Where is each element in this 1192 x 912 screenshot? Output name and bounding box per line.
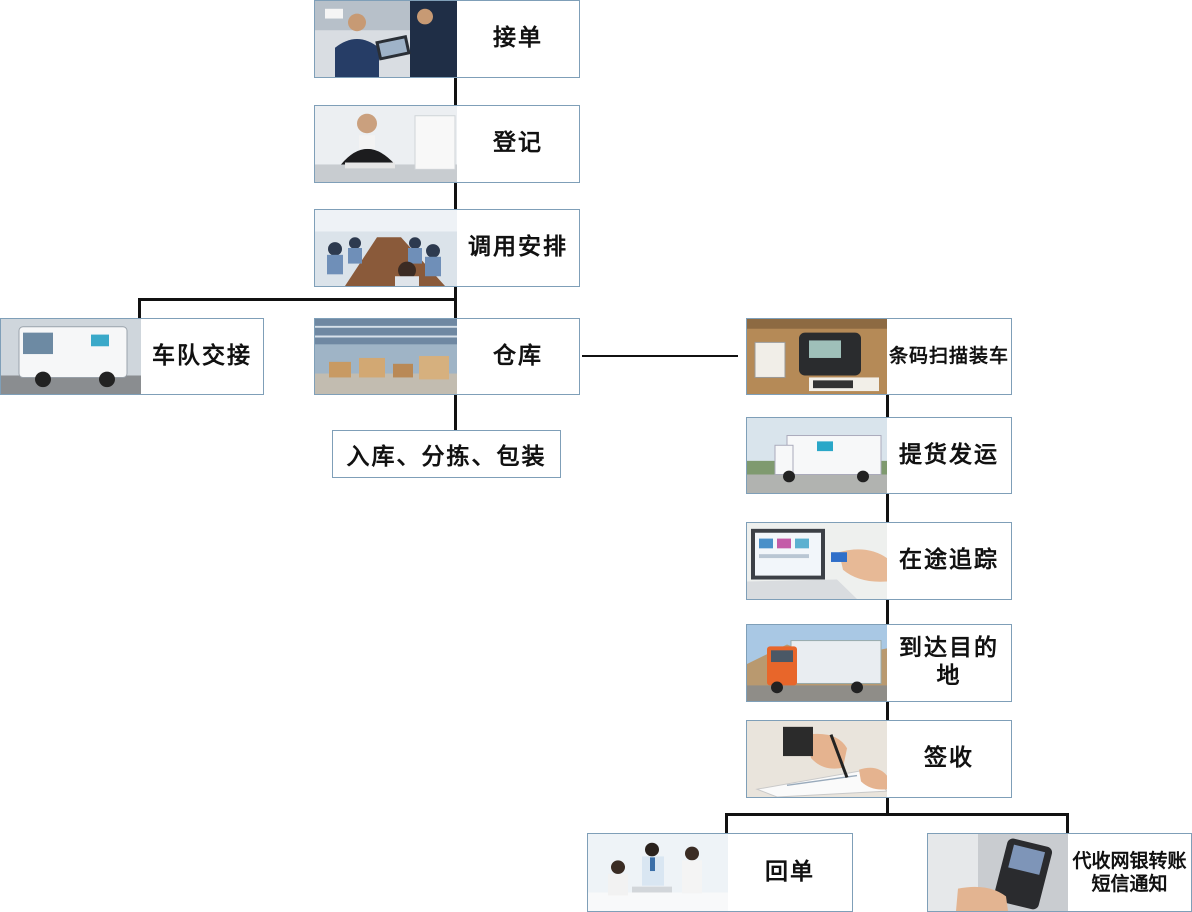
connector-branch-horizontal: [138, 298, 457, 301]
node-sign-receipt: 签收: [746, 720, 1012, 798]
signing-document-icon: [747, 721, 887, 797]
label-cod-sms-line2: 短信通知: [1091, 872, 1168, 895]
connector-warehouse-ops: [454, 394, 457, 430]
connector-branch-fleet: [138, 298, 141, 319]
node-dispatch-arrange: 调用安排: [314, 209, 580, 287]
connector-dispatch-branch: [454, 286, 457, 300]
label-register: 登记: [493, 130, 543, 157]
node-in-transit-tracking: 在途追踪: [746, 522, 1012, 600]
node-warehouse-ops: 入库、分拣、包装: [332, 430, 561, 478]
connector-barcode-pickup: [886, 394, 889, 418]
connector-register-dispatch: [454, 182, 457, 210]
connector-sign-branch: [886, 797, 889, 814]
label-pickup-ship: 提货发运: [899, 441, 999, 468]
barcode-scanner-icon: [747, 319, 887, 394]
connector-bottom-horizontal: [725, 813, 1069, 816]
node-warehouse: 仓库: [314, 318, 580, 395]
mobile-phone-icon: [928, 834, 1068, 911]
connector-arrive-sign: [886, 701, 889, 722]
connector-warehouse-barcode: [582, 355, 738, 357]
meeting-laptop-icon: [315, 1, 457, 77]
conference-room-icon: [315, 210, 457, 286]
node-register: 登记: [314, 105, 580, 183]
node-order-receive: 接单: [314, 0, 580, 78]
delivery-van-icon: [1, 319, 141, 394]
label-cod-sms-notice: 代收网银转账 短信通知: [1068, 834, 1191, 911]
laptop-tracking-icon: [747, 523, 887, 599]
label-cod-sms-line1: 代收网银转账: [1072, 849, 1187, 872]
label-return-receipt: 回单: [765, 858, 815, 885]
orange-truck-icon: [747, 625, 887, 701]
label-order-receive: 接单: [493, 25, 543, 52]
label-in-transit-tracking: 在途追踪: [899, 547, 999, 574]
node-cod-sms-notice: 代收网银转账 短信通知: [927, 833, 1192, 912]
label-arrive-destination: 到达目的地: [899, 635, 999, 689]
label-fleet-handover: 车队交接: [152, 342, 252, 369]
node-barcode-scan-load: 条码扫描装车: [746, 318, 1012, 395]
node-arrive-destination: 到达目的地: [746, 624, 1012, 702]
connector-order-register: [454, 77, 457, 105]
warehouse-interior-icon: [315, 319, 457, 394]
connector-bottom-right: [1066, 813, 1069, 834]
connector-bottom-left: [725, 813, 728, 834]
connector-branch-warehouse: [454, 298, 457, 319]
node-return-receipt: 回单: [587, 833, 853, 912]
node-pickup-ship: 提货发运: [746, 417, 1012, 494]
label-dispatch-arrange: 调用安排: [468, 234, 568, 261]
connector-tracking-arrive: [886, 599, 889, 625]
office-desk-icon: [315, 106, 457, 182]
label-sign-receipt: 签收: [924, 745, 974, 772]
label-barcode-scan-load: 条码扫描装车: [888, 345, 1009, 368]
label-warehouse: 仓库: [493, 342, 543, 369]
office-team-icon: [588, 834, 728, 911]
connector-pickup-tracking: [886, 493, 889, 523]
white-truck-icon: [747, 418, 887, 493]
node-fleet-handover: 车队交接: [0, 318, 264, 395]
